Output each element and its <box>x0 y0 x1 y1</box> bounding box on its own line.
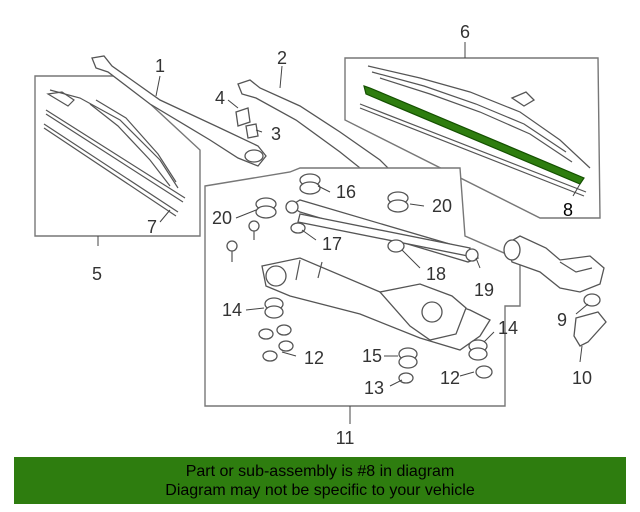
callout-19: 19 <box>474 280 494 300</box>
grommet-13 <box>398 372 414 384</box>
callout-1: 1 <box>155 56 165 76</box>
callout-13: 13 <box>364 378 384 398</box>
callout-17: 17 <box>322 234 342 254</box>
callout-15: 15 <box>362 346 382 366</box>
callout-14-left: 14 <box>222 300 242 320</box>
highlighted-part-8[interactable] <box>363 85 585 185</box>
grommet-20-right <box>387 191 409 213</box>
callout-7: 7 <box>147 217 157 237</box>
grommet-20-left <box>255 197 277 219</box>
callout-18: 18 <box>426 264 446 284</box>
callout-2: 2 <box>277 48 287 68</box>
callout-10: 10 <box>572 368 592 388</box>
callout-11: 11 <box>336 428 355 448</box>
callout-12-left: 12 <box>304 348 324 368</box>
bushing-14-left <box>264 297 284 319</box>
callout-12-right: 12 <box>440 368 460 388</box>
nut-3 <box>245 123 259 139</box>
grommet-16 <box>299 173 321 195</box>
driver-blade-drawing <box>43 89 186 217</box>
cap-nut-4 <box>235 107 251 127</box>
callout-16: 16 <box>336 182 356 202</box>
wiper-motor <box>503 235 605 293</box>
callout-4: 4 <box>215 88 225 108</box>
callout-20-right: 20 <box>432 196 452 216</box>
callout-8[interactable]: 8 <box>563 200 573 220</box>
bolt-left <box>226 220 260 262</box>
callout-5: 5 <box>92 264 102 284</box>
bushing-14-right <box>468 339 488 361</box>
bushing-12-right <box>475 365 493 379</box>
linkage-drawing <box>261 199 491 351</box>
leader-lines <box>97 42 589 424</box>
grommet-9 <box>583 293 601 307</box>
callout-20-left: 20 <box>212 208 232 228</box>
bushings-12-left <box>258 324 294 362</box>
bushing-18 <box>387 239 405 253</box>
bracket-10 <box>573 311 607 347</box>
passenger-blade-drawing <box>359 65 591 197</box>
callout-3: 3 <box>271 124 281 144</box>
blade-kit-box-5 <box>34 75 201 237</box>
wiper-arm-1 <box>91 55 267 167</box>
callout-9: 9 <box>557 310 567 330</box>
callout-14-right: 14 <box>498 318 518 338</box>
banner-line-2: Diagram may not be specific to your vehi… <box>165 482 475 499</box>
callout-6: 6 <box>460 22 470 42</box>
banner-line-1: Part or sub-assembly is #8 in diagram <box>185 463 455 480</box>
info-banner: Part or sub-assembly is #8 in diagram Di… <box>14 457 626 504</box>
bushing-17 <box>290 222 306 234</box>
grommet-15 <box>398 347 418 369</box>
